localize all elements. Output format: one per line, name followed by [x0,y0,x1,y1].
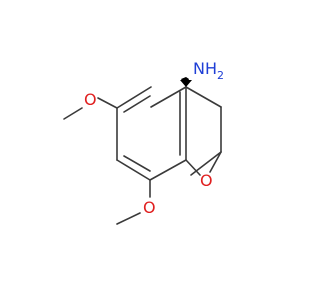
methoxy-bottom-oxygen-label: O [143,198,156,217]
bond-c8a-o1 [185,159,201,176]
wedge-bond-icon [180,80,192,87]
bond-layer [63,86,222,225]
amine-hydrogen-label: H [205,59,217,78]
bond-c4a-c5 [150,86,187,108]
bond-inner-1 [123,95,151,113]
bond-c4a-c4 [185,86,222,108]
molecule-diagram: N H 2 O O O [63,59,224,225]
amine-nitrogen-label: N [193,59,205,78]
bond-inner-3 [123,155,151,172]
bond-o-ch3-bottom [116,212,141,225]
bond-o-ch3-top [63,107,83,120]
methoxy-top-oxygen-label: O [84,90,97,109]
structure-canvas: N H 2 O O O [63,59,224,225]
amine-hydrogen-count: 2 [217,69,224,82]
bond-c6-o [97,97,118,109]
ring-oxygen-label: O [200,171,213,190]
bond-c6-c5 [116,86,152,109]
bond-c2-o1 [209,151,222,173]
bond-c8a-c8 [149,159,187,181]
bond-c8-c7 [116,159,151,181]
